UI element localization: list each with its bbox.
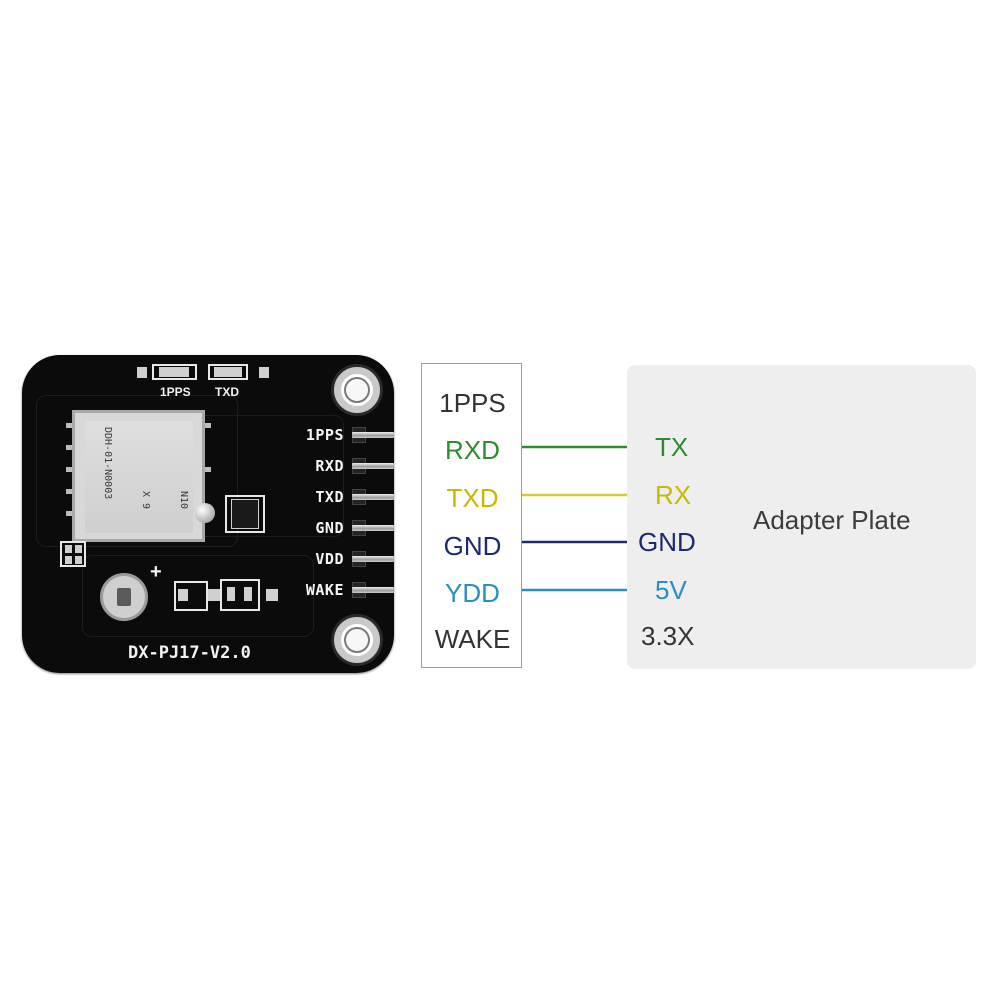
led-txd (208, 364, 248, 380)
gps-chip-module: DDH-01-N0003 X 9 N10 (72, 410, 205, 542)
smd-pad (244, 587, 252, 601)
module-pad (205, 423, 211, 428)
regulator-footprint (225, 495, 265, 533)
header-pin-vdd (352, 556, 394, 562)
module-pad (66, 445, 72, 450)
smd-pad (75, 556, 82, 564)
module-pad (66, 467, 72, 472)
led-body (214, 367, 242, 377)
pin-label-strip: 1PPS RXD TXD GND YDD WAKE (421, 363, 522, 668)
module-pad (66, 489, 72, 494)
module-pad (66, 511, 72, 516)
board-pin-label-vdd: VDD (315, 550, 344, 568)
header-pin-rxd (352, 463, 394, 469)
mounting-hole-top (334, 367, 380, 413)
gps-module-board: 1PPS TXD DDH-01-N0003 X 9 N10 + DX-PJ17-… (22, 355, 394, 673)
adapter-plate: TX RX GND 5V 3.3X Adapter Plate (627, 365, 976, 669)
header-pin-1pps (352, 432, 394, 438)
board-model-label: DX-PJ17-V2.0 (128, 643, 251, 663)
board-pin-label-txd: TXD (315, 488, 344, 506)
board-pin-label-gnd: GND (315, 519, 344, 537)
mounting-hole-bottom (334, 617, 380, 663)
battery-cell (117, 588, 131, 606)
smd-pad (65, 556, 72, 564)
battery-polarity-mark: + (150, 561, 162, 583)
led-1pps (152, 364, 197, 380)
adapter-label-tx: TX (655, 432, 689, 462)
smd-pad (266, 589, 278, 601)
smd-pad (208, 589, 220, 601)
pcb-trace (36, 395, 238, 547)
adapter-title: Adapter Plate (753, 505, 911, 535)
board-pin-label-wake: WAKE (305, 581, 344, 599)
board-pin-label-1pps: 1PPS (305, 426, 344, 444)
module-pad (66, 423, 72, 428)
component-footprint (174, 581, 208, 611)
strip-label-1pps: 1PPS (439, 388, 506, 418)
pcb-trace (82, 555, 314, 637)
adapter-label-3v3: 3.3X (641, 621, 695, 651)
strip-label-rxd: RXD (445, 435, 500, 465)
adapter-label-5v: 5V (655, 575, 687, 605)
header-pin-txd (352, 494, 394, 500)
regulator-chip (231, 499, 259, 529)
strip-label-ydd: YDD (445, 578, 500, 608)
adapter-label-gnd: GND (638, 527, 696, 557)
board-pin-label-rxd: RXD (315, 457, 344, 475)
led-label-1pps: 1PPS (160, 385, 191, 399)
smd-pad (259, 367, 269, 378)
header-pin-gnd (352, 525, 394, 531)
gps-chip-shield: DDH-01-N0003 X 9 N10 (85, 421, 193, 533)
strip-label-txd: TXD (446, 483, 499, 513)
transistor-footprint (220, 579, 260, 611)
strip-label-wake: WAKE (434, 624, 511, 654)
backup-battery (100, 573, 148, 621)
test-via (195, 503, 215, 523)
header-pin-wake (352, 587, 394, 593)
strip-label-gnd: GND (443, 531, 502, 561)
smd-pad (227, 587, 235, 601)
smd-pad (137, 367, 147, 378)
smd-pad (75, 545, 82, 553)
led-body (159, 367, 189, 377)
led-label-txd: TXD (215, 385, 239, 399)
capacitor-footprint (60, 541, 86, 567)
smd-pad (65, 545, 72, 553)
module-pad (205, 467, 211, 472)
smd-pad (178, 589, 188, 601)
adapter-label-rx: RX (655, 480, 692, 510)
